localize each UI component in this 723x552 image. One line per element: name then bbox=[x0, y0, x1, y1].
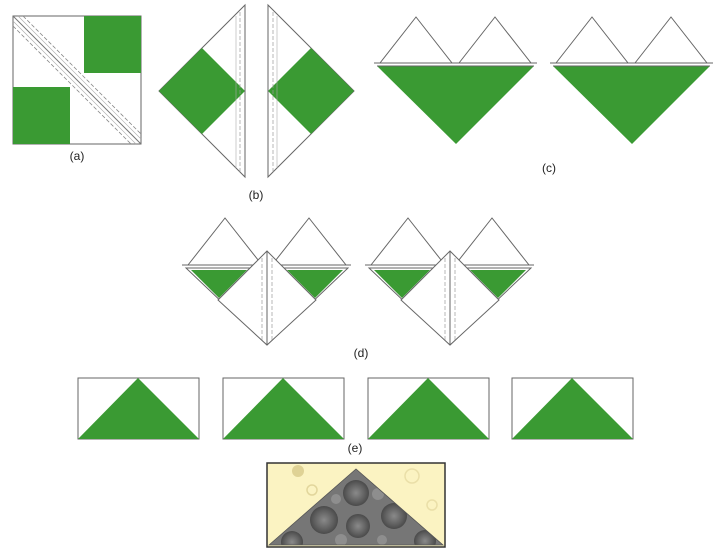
green-diamond-right bbox=[268, 48, 354, 134]
green-flap-d1-left bbox=[191, 270, 247, 298]
flying-geese-unit-3 bbox=[367, 377, 490, 440]
green-diamond-left bbox=[159, 48, 245, 134]
green-square-top-right bbox=[84, 16, 141, 73]
fabric-flying-geese-photo bbox=[266, 462, 446, 548]
step-a-four-patch: (a) bbox=[12, 15, 142, 163]
green-flap-d2-right bbox=[470, 270, 526, 298]
label-c: (c) bbox=[542, 161, 556, 175]
green-flap-d1-right bbox=[287, 270, 343, 298]
label-a: (a) bbox=[70, 149, 85, 163]
green-triangle-c2 bbox=[553, 66, 710, 144]
label-d: (d) bbox=[354, 346, 369, 360]
label-e: (e) bbox=[348, 441, 363, 455]
flying-geese-unit-1 bbox=[77, 377, 200, 440]
label-b: (b) bbox=[249, 188, 264, 202]
green-flap-d2-left bbox=[374, 270, 430, 298]
flying-geese-unit-4 bbox=[511, 377, 634, 440]
green-triangle-c1 bbox=[377, 66, 534, 144]
step-b-cut-halves: (b) bbox=[158, 3, 355, 202]
step-d-folded-units: (d) bbox=[182, 217, 534, 360]
step-c-pressed-units: (c) bbox=[374, 16, 713, 175]
step-e-flying-geese: (e) bbox=[77, 377, 634, 455]
green-square-bottom-left bbox=[13, 87, 70, 144]
flying-geese-unit-2 bbox=[222, 377, 345, 440]
